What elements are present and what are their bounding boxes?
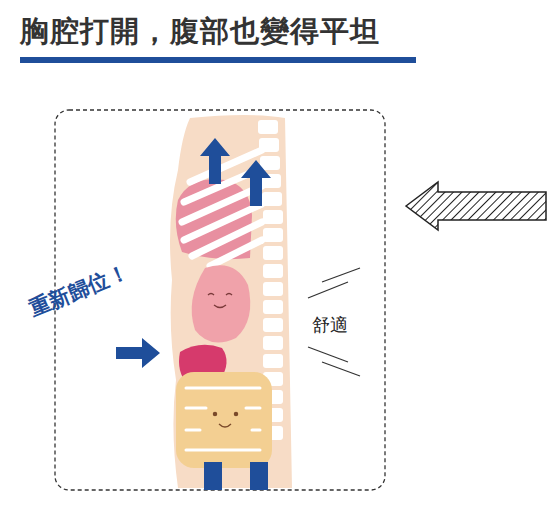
hatched-arrow <box>406 182 546 230</box>
title-bar <box>20 57 416 63</box>
right-arrow <box>116 338 160 368</box>
dashed-frame <box>55 110 385 490</box>
up-arrow <box>200 138 230 184</box>
intestine-loops <box>186 388 260 450</box>
up-arrow <box>241 160 271 206</box>
title: 胸腔打開，腹部也變得平坦 <box>20 12 380 52</box>
leg <box>250 462 268 490</box>
intestine-face <box>213 412 237 427</box>
callout-label: 重新歸位！ <box>25 258 133 323</box>
comfort-lines <box>308 268 360 376</box>
body <box>170 115 292 488</box>
intestine <box>176 372 272 468</box>
stomach <box>192 265 251 342</box>
stomach-face <box>208 294 232 308</box>
leg <box>204 462 222 490</box>
comfort-label: 舒適 <box>312 313 348 337</box>
